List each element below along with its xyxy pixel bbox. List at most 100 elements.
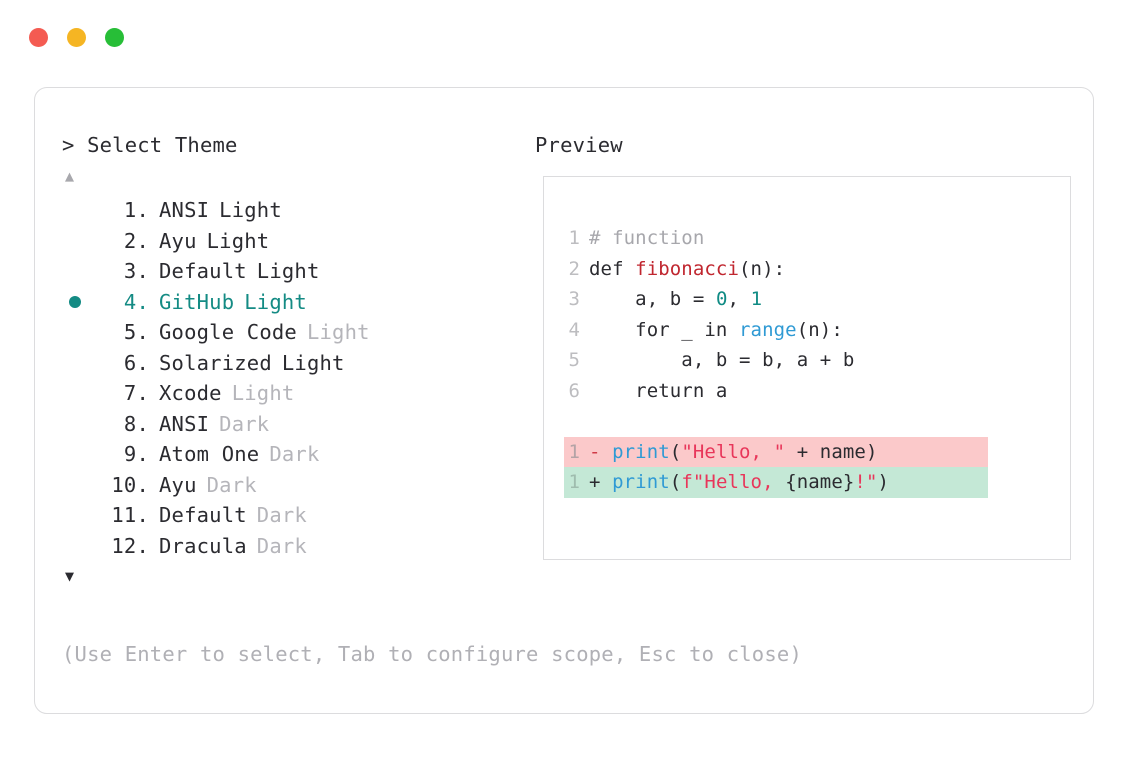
code-token: !" (854, 471, 878, 493)
theme-item-variant: Dark (256, 503, 307, 527)
theme-list-item[interactable]: 2. Ayu Light (62, 226, 532, 257)
theme-item-name: GitHub (159, 289, 235, 314)
selection-bullet-cell (62, 295, 93, 308)
code-token: for _ in (589, 318, 740, 341)
code-token: f"Hello, (681, 471, 786, 493)
theme-item-name: Dracula (159, 533, 247, 558)
theme-item-variant: Light (231, 381, 295, 405)
theme-item-name: Google Code (159, 320, 297, 344)
code-token: + name) (785, 440, 878, 463)
gutter-spacer (580, 376, 589, 407)
code-token: (n): (796, 318, 843, 341)
theme-item-number: 2. (111, 228, 149, 253)
theme-item-number: 9. (111, 442, 149, 466)
keyboard-hint: (Use Enter to select, Tab to configure s… (62, 642, 802, 666)
code-line: 1 # function (564, 223, 1066, 254)
theme-list-item[interactable]: 4. GitHub Light (62, 287, 532, 318)
theme-item-name: Solarized (159, 350, 272, 375)
scroll-down-arrow-icon[interactable]: ▼ (65, 567, 75, 585)
code-token: 0 (715, 288, 728, 310)
theme-item-variant: Light (281, 350, 345, 375)
gutter-spacer (580, 254, 589, 285)
theme-item-name: Ayu (159, 228, 197, 253)
line-number: 4 (568, 318, 580, 341)
theme-item-number: 7. (111, 381, 149, 405)
code-token: return a (589, 379, 728, 402)
theme-item-variant: Dark (206, 472, 257, 497)
minimize-window-dot[interactable] (67, 28, 86, 47)
select-theme-prompt: > Select Theme (62, 133, 238, 157)
code-token: ( (669, 471, 682, 493)
theme-item-number: 11. (111, 503, 149, 527)
theme-list-item[interactable]: 11. Default Dark (62, 500, 532, 531)
line-number: 5 (568, 349, 580, 371)
code-token: a, b = (589, 288, 716, 310)
theme-item-name: Atom One (159, 442, 260, 466)
code-line: 5 a, b = b, a + b (564, 345, 1066, 376)
code-token: {name} (785, 471, 855, 493)
window-traffic-lights (29, 28, 124, 47)
theme-item-number: 3. (111, 259, 149, 283)
theme-item-variant: Light (306, 320, 370, 344)
theme-item-variant: Dark (219, 411, 270, 436)
maximize-window-dot[interactable] (105, 28, 124, 47)
theme-item-variant: Light (256, 259, 320, 283)
scroll-up-arrow-icon[interactable]: ▲ (65, 167, 75, 185)
gutter-spacer (580, 345, 589, 376)
theme-item-variant: Light (206, 228, 270, 253)
theme-item-number: 6. (111, 350, 149, 375)
code-token: (n): (739, 257, 786, 280)
code-line: 3 a, b = 0, 1 (564, 284, 1066, 315)
code-token: def (589, 257, 636, 280)
diff-line-plus: 1 + print(f"Hello, {name}!") (564, 467, 988, 498)
code-token: "Hello, " (681, 440, 786, 463)
gutter-spacer (580, 315, 589, 346)
theme-item-variant: Light (219, 198, 282, 222)
code-token: ) (877, 471, 890, 493)
gutter-spacer (580, 223, 589, 254)
theme-item-number: 5. (111, 320, 149, 344)
theme-list-item[interactable]: 6. Solarized Light (62, 348, 532, 379)
code-token: # function (589, 227, 705, 249)
code-token: fibonacci (635, 257, 740, 280)
theme-item-name: Default (159, 503, 247, 527)
theme-item-variant: Light (244, 289, 307, 314)
line-number: 1 (568, 227, 580, 249)
theme-list-item[interactable]: 9. Atom One Dark (62, 439, 532, 470)
close-window-dot[interactable] (29, 28, 48, 47)
theme-item-number: 10. (111, 472, 149, 497)
code-line: 6 return a (564, 376, 1066, 407)
preview-label: Preview (535, 133, 623, 157)
code-token: 1 (750, 288, 763, 310)
line-number: 6 (568, 379, 580, 402)
theme-list-item[interactable]: 12. Dracula Dark (62, 531, 532, 562)
theme-item-variant: Dark (256, 533, 307, 558)
selected-bullet-icon (69, 295, 81, 308)
code-token: a, b = b, a + b (589, 349, 855, 371)
code-token: print (612, 471, 670, 493)
theme-list-item[interactable]: 5. Google Code Light (62, 317, 532, 348)
diff-sign: - (589, 440, 613, 463)
code-token: , (727, 288, 751, 310)
theme-item-name: ANSI (159, 411, 210, 436)
theme-list-item[interactable]: 7. Xcode Light (62, 378, 532, 409)
theme-item-variant: Dark (269, 442, 320, 466)
diff-line-minus: 1 - print("Hello, " + name) (564, 436, 988, 467)
theme-item-number: 4. (111, 289, 149, 314)
theme-item-name: Xcode (159, 381, 222, 405)
code-token: range (739, 318, 797, 341)
code-line: 2 def fibonacci(n): (564, 254, 1066, 285)
theme-item-number: 12. (111, 533, 149, 558)
theme-item-number: 1. (111, 198, 149, 222)
code-blank-line (564, 406, 1066, 437)
code-token: print (612, 440, 670, 463)
